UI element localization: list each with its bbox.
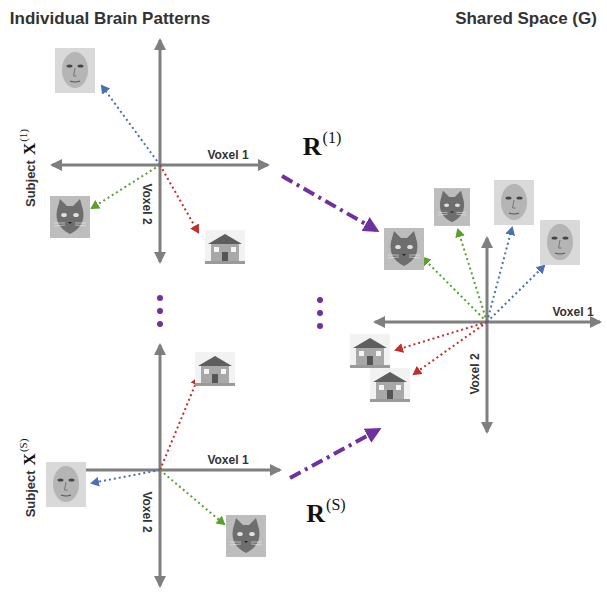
panel-title: Shared Space (G) xyxy=(455,10,597,27)
superscript-index: (1) xyxy=(323,130,342,146)
axis-label: Voxel 2 xyxy=(140,183,156,224)
axis-text: Voxel 1 xyxy=(207,149,248,161)
subject-text: Subject xyxy=(24,470,37,517)
axis-label: Voxel 1 xyxy=(207,451,248,467)
subject-label: Subject X(S) xyxy=(18,439,38,518)
transform-label: R(S) xyxy=(306,497,345,527)
matrix-symbol: X xyxy=(21,143,38,155)
title-text: Individual Brain Patterns xyxy=(10,10,210,27)
subject-label: Subject X(1) xyxy=(18,129,38,207)
matrix-symbol: R xyxy=(306,501,325,527)
superscript-index: (S) xyxy=(18,439,29,452)
superscript-index: (1) xyxy=(18,129,29,142)
axis-label: Voxel 2 xyxy=(140,491,156,532)
matrix-symbol: R xyxy=(303,134,322,160)
axis-text: Voxel 1 xyxy=(552,306,593,318)
transform-arrows xyxy=(282,176,378,478)
superscript-index: (S) xyxy=(326,497,346,513)
transform-label: R(1) xyxy=(303,130,341,160)
axis-text: Voxel 2 xyxy=(469,353,481,394)
shared-space xyxy=(350,180,600,432)
axis-label: Voxel 2 xyxy=(466,353,482,394)
axis-text: Voxel 2 xyxy=(141,491,153,532)
subject-text: Subject xyxy=(24,160,37,207)
axis-label: Voxel 1 xyxy=(207,146,248,162)
axis-text: Voxel 2 xyxy=(141,183,153,224)
matrix-symbol: X xyxy=(21,453,38,465)
subject-1-space xyxy=(50,40,268,264)
subject-s-space xyxy=(46,345,280,586)
ellipsis-dots xyxy=(157,295,323,329)
panel-title: Individual Brain Patterns xyxy=(10,10,210,27)
axis-label: Voxel 1 xyxy=(552,303,593,319)
axis-text: Voxel 1 xyxy=(207,454,248,466)
title-text: Shared Space (G) xyxy=(455,10,597,27)
